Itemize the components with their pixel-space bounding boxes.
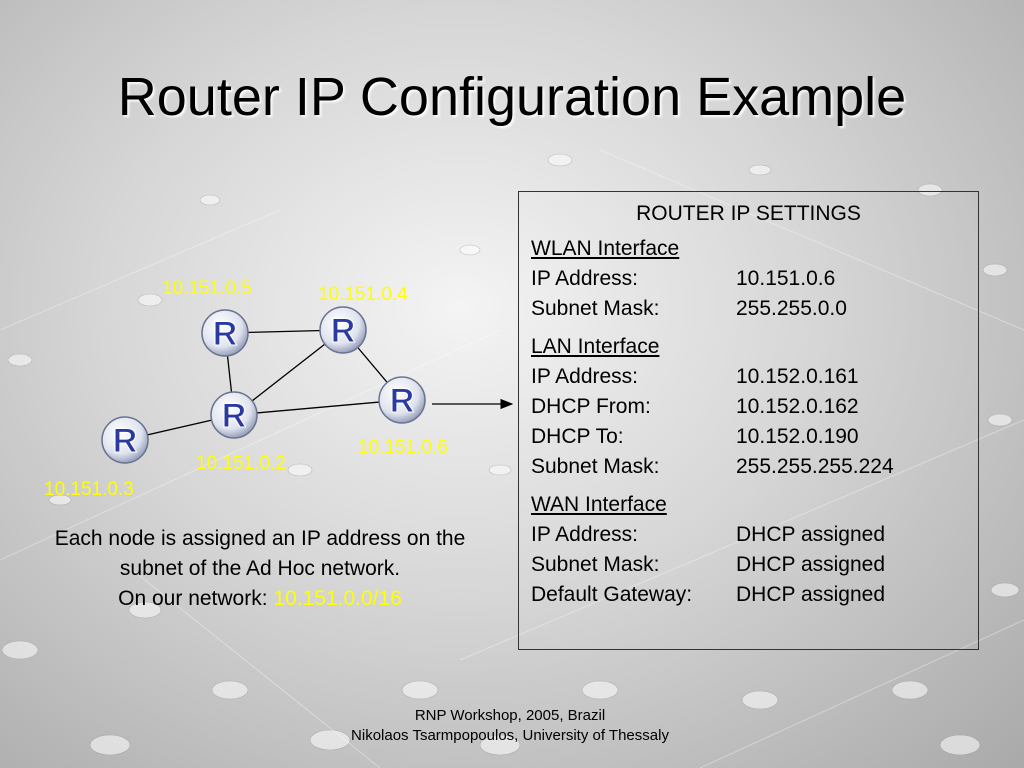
router-node-n2[interactable]: R [210, 391, 258, 439]
setting-label: DHCP To: [531, 425, 624, 448]
ip-label-n3: 10.151.0.3 [44, 479, 134, 500]
setting-label: Default Gateway: [531, 583, 693, 606]
settings-row: Default Gateway: DHCP assigned [531, 580, 978, 610]
settings-title: ROUTER IP SETTINGS [636, 202, 861, 225]
setting-label: DHCP From: [531, 395, 651, 418]
router-node-n3[interactable]: R [101, 416, 149, 464]
description-text: Each node is assigned an IP address on t… [40, 524, 480, 614]
ip-label-n4: 10.151.0.4 [318, 284, 408, 305]
slide-footer: RNP Workshop, 2005, Brazil Nikolaos Tsar… [300, 706, 720, 746]
settings-row: DHCP To: 10.152.0.190 [531, 422, 978, 452]
wan-interface-section: WAN Interface IP Address: DHCP assigned S… [531, 490, 978, 610]
setting-value: 10.152.0.161 [736, 365, 859, 388]
setting-label: IP Address: [531, 267, 639, 290]
setting-value: 10.152.0.162 [736, 395, 859, 418]
router-icon: R [331, 312, 356, 350]
link-n2-n6 [233, 399, 403, 416]
router-settings-panel: ROUTER IP SETTINGS WLAN Interface IP Add… [518, 191, 979, 650]
description-line-2: On our network: 10.151.0.0/16 [40, 584, 480, 614]
ip-label-n6: 10.151.0.6 [358, 437, 448, 458]
settings-row: Subnet Mask: DHCP assigned [531, 550, 978, 580]
setting-label: Subnet Mask: [531, 297, 660, 320]
router-node-n5[interactable]: R [201, 309, 249, 357]
router-icon: R [390, 382, 415, 420]
section-heading: LAN Interface [531, 335, 660, 358]
setting-label: IP Address: [531, 523, 639, 546]
settings-row: Subnet Mask: 255.255.255.224 [531, 452, 978, 482]
router-icon: R [113, 422, 138, 460]
ip-label-n2: 10.151.0.2 [196, 453, 286, 474]
router-icon: R [222, 397, 247, 435]
wlan-interface-section: WLAN Interface IP Address: 10.151.0.6 Sub… [531, 234, 978, 324]
setting-value: 255.255.255.224 [736, 455, 894, 478]
setting-value: DHCP assigned [736, 583, 886, 606]
settings-row: IP Address: 10.152.0.161 [531, 362, 978, 392]
setting-value: 10.151.0.6 [736, 267, 836, 290]
lan-interface-section: LAN Interface IP Address: 10.152.0.161 DH… [531, 332, 978, 482]
setting-value: DHCP assigned [736, 523, 886, 546]
settings-row: DHCP From: 10.152.0.162 [531, 392, 978, 422]
router-icon: R [213, 315, 238, 353]
ip-label-n5: 10.151.0.5 [162, 278, 252, 299]
setting-value: 10.152.0.190 [736, 425, 859, 448]
settings-row: IP Address: 10.151.0.6 [531, 264, 978, 294]
network-prefix-label: On our network: [118, 587, 274, 610]
setting-value: DHCP assigned [736, 553, 886, 576]
settings-row: IP Address: DHCP assigned [531, 520, 978, 550]
section-heading: WAN Interface [531, 493, 667, 516]
network-subnet-value: 10.151.0.0/16 [273, 587, 402, 610]
setting-label: Subnet Mask: [531, 553, 660, 576]
description-line-1: Each node is assigned an IP address on t… [54, 527, 466, 580]
setting-label: IP Address: [531, 365, 639, 388]
section-heading: WLAN Interface [531, 237, 680, 260]
router-node-n6[interactable]: R [378, 376, 426, 424]
setting-label: Subnet Mask: [531, 455, 660, 478]
settings-row: Subnet Mask: 255.255.0.0 [531, 294, 978, 324]
slide-title: Router IP Configuration Example [117, 67, 907, 127]
footer-line-1: RNP Workshop, 2005, Brazil [414, 707, 606, 724]
router-node-n4[interactable]: R [319, 306, 367, 354]
setting-value: 255.255.0.0 [736, 297, 847, 320]
footer-line-2: Nikolaos Tsarmpopoulos, University of Th… [351, 727, 669, 744]
